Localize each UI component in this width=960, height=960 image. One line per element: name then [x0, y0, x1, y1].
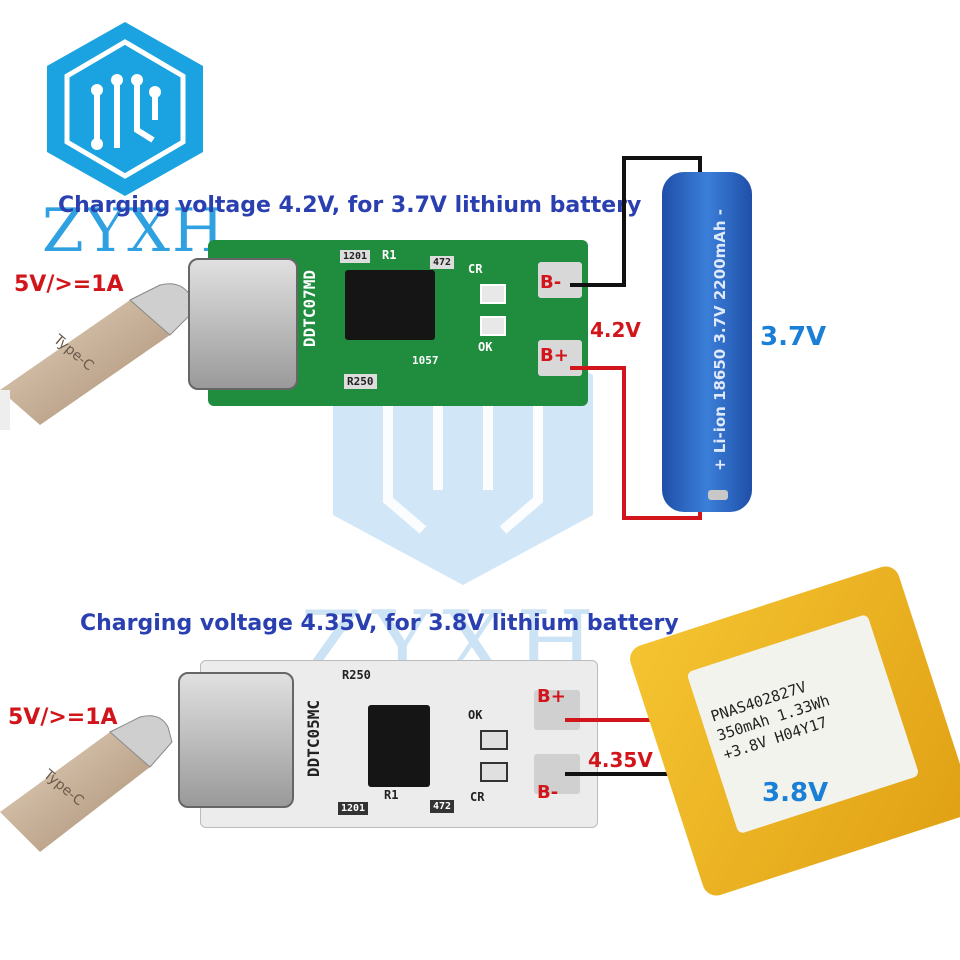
- brand-text: ZYXH: [42, 196, 227, 266]
- top-pad-neg: [538, 262, 582, 298]
- top-silk-1057: 1057: [412, 354, 439, 367]
- top-output-voltage: 4.2V: [590, 318, 641, 342]
- top-silk-r250: R250: [344, 374, 377, 389]
- top-led-label-cr: CR: [468, 262, 483, 276]
- bottom-title: Charging voltage 4.35V, for 3.8V lithium…: [80, 611, 679, 636]
- top-input-label: 5V/>=1A: [14, 272, 124, 297]
- top-led-ok: [480, 316, 506, 336]
- bottom-silk-1201: 1201: [338, 802, 369, 815]
- bottom-led-cr: [480, 762, 508, 782]
- top-battery-voltage: 3.7V: [760, 322, 827, 352]
- top-silk-r1: R1: [382, 248, 397, 262]
- bottom-led-label-ok: OK: [468, 708, 483, 722]
- bottom-pad-neg-label: B-: [537, 782, 559, 803]
- bottom-output-voltage: 4.35V: [588, 748, 653, 772]
- usb-c-cable-icon: [0, 283, 196, 430]
- bottom-pad-pos-label: B+: [537, 686, 566, 707]
- top-led-label-ok: OK: [478, 340, 493, 354]
- bottom-pad-pos: [534, 690, 580, 730]
- bottom-battery-voltage: 3.8V: [762, 778, 829, 808]
- usb-c-cable-bottom-icon: [0, 715, 173, 852]
- top-chip: [345, 270, 435, 340]
- top-pad-pos-label: B+: [540, 345, 569, 366]
- brand-logo-icon: [47, 22, 203, 196]
- bottom-pcb-model: DDTC05MC: [304, 700, 323, 778]
- bottom-input-label: 5V/>=1A: [8, 705, 118, 730]
- top-pcb-model: DDTC07MD: [300, 270, 319, 348]
- battery-18650: [662, 172, 752, 512]
- bottom-led-label-cr: CR: [470, 790, 485, 804]
- bottom-silk-r250: R250: [342, 668, 371, 682]
- bottom-chip: [368, 705, 430, 787]
- battery-text: + Li-ion 18650 3.7V 2200mAh -: [711, 209, 729, 471]
- bottom-usb-c-port: [178, 672, 294, 808]
- top-pad-neg-label: B-: [540, 272, 562, 293]
- top-wires: [570, 156, 702, 520]
- bottom-silk-472: 472: [430, 800, 455, 813]
- bottom-silk-r1: R1: [384, 788, 399, 802]
- top-title: Charging voltage 4.2V, for 3.7V lithium …: [58, 193, 642, 218]
- battery-terminal: [708, 490, 728, 500]
- top-usb-c-port: [188, 258, 298, 390]
- bottom-led-ok: [480, 730, 508, 750]
- top-silk-1201: 1201: [340, 250, 371, 263]
- top-led-cr: [480, 284, 506, 304]
- top-silk-472: 472: [430, 256, 455, 269]
